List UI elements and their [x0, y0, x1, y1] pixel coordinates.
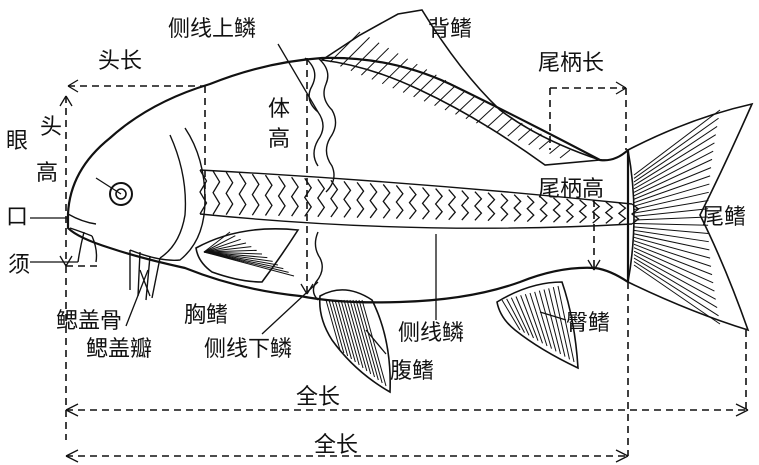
label-lateral-line-scales: 侧线鳞 — [398, 321, 464, 346]
label-lateral-line-lower-scales: 侧线下鳞 — [204, 337, 292, 362]
pelvic-fin-shape — [320, 290, 390, 392]
label-pectoral-fin: 胸鳍 — [184, 303, 228, 328]
label-lateral-line-upper-scales: 侧线上鳞 — [168, 17, 256, 42]
label-body-height-2: 高 — [268, 127, 290, 152]
label-dorsal-fin: 背鳍 — [428, 17, 472, 42]
gill-cover-line — [130, 128, 205, 260]
label-mouth: 口 — [6, 205, 28, 230]
upper-scale-column — [318, 58, 336, 192]
label-opercular-bone: 鳃盖骨 — [56, 309, 122, 334]
label-head-height-1: 头 — [40, 115, 62, 140]
label-caudal-fin: 尾鳍 — [702, 205, 746, 230]
label-caudal-peduncle-length: 尾柄长 — [538, 51, 604, 76]
label-caudal-peduncle-height: 尾柄高 — [538, 177, 604, 202]
label-anal-fin: 臀鳍 — [566, 311, 610, 336]
label-pelvic-fin: 腹鳍 — [390, 359, 434, 384]
pectoral-fin-shape — [196, 229, 298, 282]
label-opercular-flap: 鳃盖瓣 — [86, 337, 152, 362]
label-eye: 眼 — [6, 129, 28, 154]
lower-scale-column — [313, 232, 322, 300]
label-head-height-2: 高 — [36, 161, 58, 186]
label-head-length: 头长 — [98, 49, 142, 74]
label-full-length-lower: 全长 — [314, 433, 358, 458]
label-barbel: 须 — [8, 253, 30, 278]
label-body-height-1: 体 — [268, 97, 290, 122]
label-full-length-upper: 全长 — [296, 385, 340, 410]
